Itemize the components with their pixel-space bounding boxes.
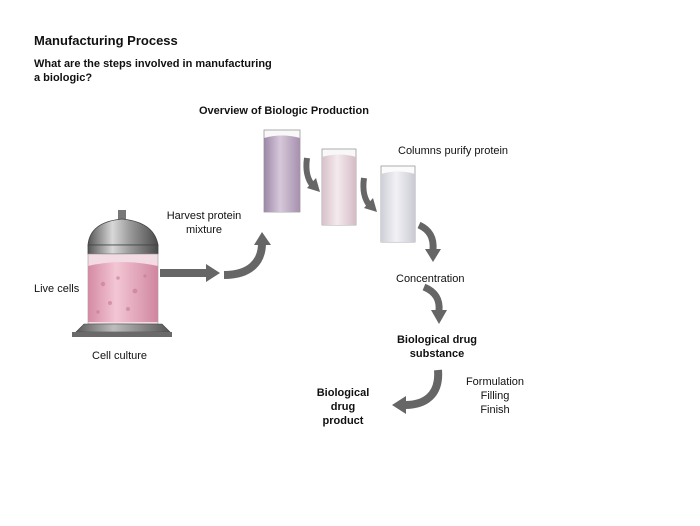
product-label-line-2: drug [330,401,356,413]
steps-label-filling: Filling [480,390,510,402]
column-arrow-1-head [307,178,320,192]
product-label-line-1: Biological [316,387,370,399]
bioreactor-icon [72,210,172,337]
bioreactor-base-top [75,323,171,333]
substance-label-line-2: substance [409,348,465,360]
live-cells-label: Live cells [34,283,80,295]
diagram-title: Overview of Biologic Production [199,105,369,117]
substance-arrow-icon [422,283,443,312]
page-title: Manufacturing Process [34,33,178,48]
substance-arrow-head [431,310,447,324]
concentration-arrow-head [425,249,441,262]
column-arrow-2-icon [360,177,373,208]
curved-up-arrow-head [254,232,271,245]
cell-culture-liquid [88,262,158,322]
steps-label-finish: Finish [480,404,510,416]
harvest-label-line-1: Harvest protein [166,210,242,222]
product-arrow-head [392,396,406,414]
product-label-line-3: product [322,415,364,427]
question-text: What are the steps involved in manufactu… [34,57,272,85]
curved-up-arrow-icon [223,242,266,279]
concentration-label: Concentration [396,273,465,285]
harvest-label: Harvest protein mixture [162,209,246,237]
steps-label-formulation: Formulation [465,376,525,388]
product-label: Biological drug product [306,386,380,428]
substance-label-line-1: Biological drug [396,334,478,346]
harvest-arrow-icon [160,264,220,282]
bioreactor-dome [87,218,159,246]
purification-column-2 [321,148,357,226]
product-arrow-icon [404,369,443,409]
harvest-label-line-2: mixture [185,224,223,236]
bioreactor-collar [87,244,159,255]
bioreactor-base [72,332,172,337]
cell-culture-label: Cell culture [92,350,148,362]
concentration-arrow-icon [417,221,437,251]
substance-label: Biological drug substance [392,333,482,361]
question-line-1: What are the steps involved in manufactu… [34,58,272,70]
column-arrow-1-icon [303,157,316,188]
purification-column-3 [380,165,416,243]
steps-label: Formulation Filling Finish [458,375,532,417]
live-cells-dots [96,274,147,314]
columns-label: Columns purify protein [398,145,509,157]
question-line-2: a biologic? [34,72,93,84]
purification-column-1 [263,129,301,213]
column-arrow-2-head [364,198,377,212]
bioreactor-valve [118,210,126,220]
